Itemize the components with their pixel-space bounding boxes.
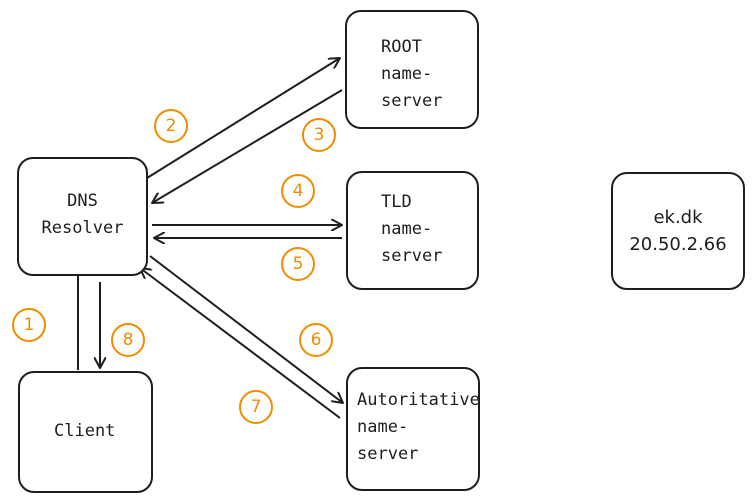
tld-nameserver-label: TLD name- server: [381, 192, 443, 266]
tld-nameserver-node[interactable]: [346, 171, 479, 290]
arrow-resolver-to-authoritative: [149, 255, 343, 403]
client-label: Client: [54, 421, 116, 441]
ek-dk-label: ek.dk 20.50.2.66: [629, 207, 727, 255]
dns-resolver-node[interactable]: [17, 157, 148, 276]
arrow-root-to-resolver: [152, 89, 343, 203]
step-marker-4: 4: [281, 174, 315, 208]
root-nameserver-label: ROOT name- server: [381, 37, 443, 111]
ek-dk-node[interactable]: [611, 172, 745, 290]
step-marker-1: 1: [12, 308, 46, 342]
client-node[interactable]: [18, 371, 153, 493]
step-marker-5: 5: [281, 247, 315, 281]
step-marker-2: 2: [154, 109, 188, 143]
authoritative-nameserver-node[interactable]: [346, 367, 480, 491]
step-marker-7: 7: [239, 390, 273, 424]
root-nameserver-node[interactable]: [345, 10, 479, 129]
arrow-authoritative-to-resolver: [140, 268, 341, 419]
step-marker-3: 3: [302, 118, 336, 152]
step-marker-6: 6: [299, 323, 333, 357]
authoritative-nameserver-label: Autoritative name- server: [357, 390, 480, 464]
dns-resolver-label: DNS Resolver: [41, 191, 124, 238]
arrow-resolver-to-root: [146, 58, 340, 179]
step-marker-8: 8: [111, 323, 145, 357]
